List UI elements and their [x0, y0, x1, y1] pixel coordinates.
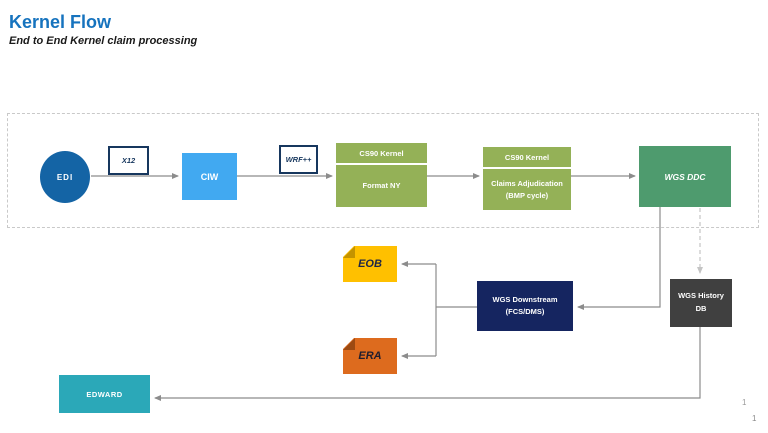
cs90-claims-header: CS90 Kernel — [483, 147, 571, 169]
era-folded-corner — [343, 338, 355, 350]
node-wgs-history-db[interactable]: WGS History DB — [670, 279, 732, 327]
node-eob-label: EOB — [358, 258, 382, 270]
cs90-claims-body: Claims Adjudication (BMP cycle) — [483, 169, 571, 210]
page-subtitle: End to End Kernel claim processing — [9, 35, 198, 47]
node-edward[interactable]: EDWARD — [59, 375, 150, 413]
cs90-claims-body-line2: (BMP cycle) — [505, 190, 549, 200]
wgs-downstream-line1: WGS Downstream — [492, 295, 558, 304]
node-cs90-format-ny[interactable]: CS90 Kernel Format NY — [336, 143, 427, 207]
node-wgs-ddc[interactable]: WGS DDC — [639, 146, 731, 207]
node-ciw-label: CIW — [200, 171, 219, 182]
node-cs90-claims-adjudication[interactable]: CS90 Kernel Claims Adjudication (BMP cyc… — [483, 147, 571, 210]
node-eob-card[interactable]: EOB — [343, 246, 397, 282]
tag-x12-label: X12 — [121, 156, 136, 165]
page-number-secondary: 1 — [752, 414, 757, 423]
node-era-label: ERA — [358, 350, 382, 362]
arrow-history-to-edward — [154, 327, 701, 401]
wgs-downstream-line2: (FCS/DMS) — [505, 307, 545, 316]
connector-tag-x12[interactable]: X12 — [108, 146, 149, 175]
node-edi-label: EDI — [56, 172, 74, 182]
page-title: Kernel Flow — [9, 12, 112, 32]
eob-folded-corner — [343, 246, 355, 258]
connector-downstream-to-split — [435, 264, 477, 356]
connector-tag-wrf[interactable]: WRF++ — [279, 145, 318, 174]
cs90-claims-body-line1: Claims Adjudication — [491, 179, 563, 189]
dashed-stage-container — [7, 113, 759, 228]
node-wgs-ddc-label: WGS DDC — [664, 171, 706, 182]
node-era-card[interactable]: ERA — [343, 338, 397, 374]
node-ciw[interactable]: CIW — [182, 153, 237, 200]
node-edward-label: EDWARD — [86, 389, 123, 399]
node-edi[interactable]: EDI — [40, 151, 90, 203]
cs90-format-body: Format NY — [362, 181, 401, 191]
wgs-history-line1: WGS History — [678, 291, 724, 301]
node-wgs-downstream[interactable]: WGS Downstream (FCS/DMS) — [477, 281, 573, 331]
page-number: 1 — [742, 398, 747, 407]
tag-wrf-label: WRF++ — [285, 155, 312, 164]
wgs-history-line2: DB — [695, 304, 707, 313]
cs90-format-header: CS90 Kernel — [336, 143, 427, 165]
